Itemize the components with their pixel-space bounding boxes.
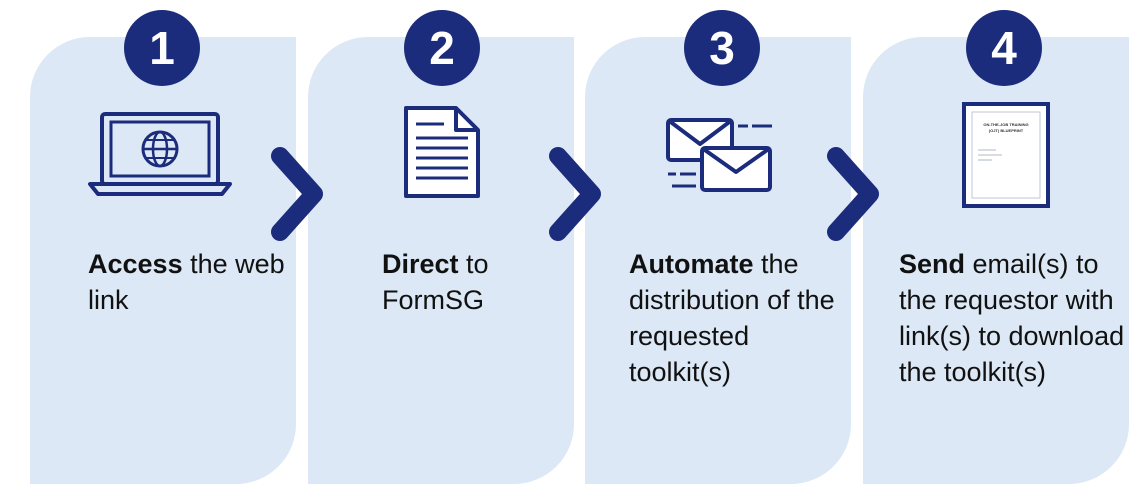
step-description-4: Send email(s) to the requestor with link…: [899, 246, 1129, 390]
step-number-badge-2: 2: [404, 10, 480, 86]
blueprint-title-line2: (OJT) BLUEPRINT: [989, 128, 1024, 133]
step-keyword-2: Direct: [382, 249, 459, 279]
emails-icon: [666, 118, 772, 192]
step-number-badge-3: 3: [684, 10, 760, 86]
blueprint-document-icon: ON-THE-JOB TRAINING (OJT) BLUEPRINT: [962, 102, 1050, 208]
chevron-right-icon: [271, 147, 323, 241]
blueprint-title-line1: ON-THE-JOB TRAINING: [983, 122, 1028, 127]
step-number-badge-4: 4: [966, 10, 1042, 86]
step-keyword-3: Automate: [629, 249, 754, 279]
step-number-badge-1: 1: [124, 10, 200, 86]
step-text-3: the distribution of the requested toolki…: [629, 249, 835, 387]
step-description-3: Automate the distribution of the request…: [629, 246, 839, 390]
chevron-right-icon: [827, 147, 879, 241]
step-card-3: [585, 37, 851, 484]
step-keyword-4: Send: [899, 249, 966, 279]
chevron-right-icon: [549, 147, 601, 241]
laptop-globe-icon: [88, 112, 232, 196]
step-card-1: [30, 37, 296, 484]
step-text-4: email(s) to the requestor with link(s) t…: [899, 249, 1125, 387]
step-keyword-1: Access: [88, 249, 183, 279]
document-icon: [404, 106, 480, 198]
step-description-2: Direct to FormSG: [382, 246, 562, 318]
step-description-1: Access the web link: [88, 246, 288, 318]
step-text-1: the web link: [88, 249, 285, 315]
step-text-2: to FormSG: [382, 249, 489, 315]
